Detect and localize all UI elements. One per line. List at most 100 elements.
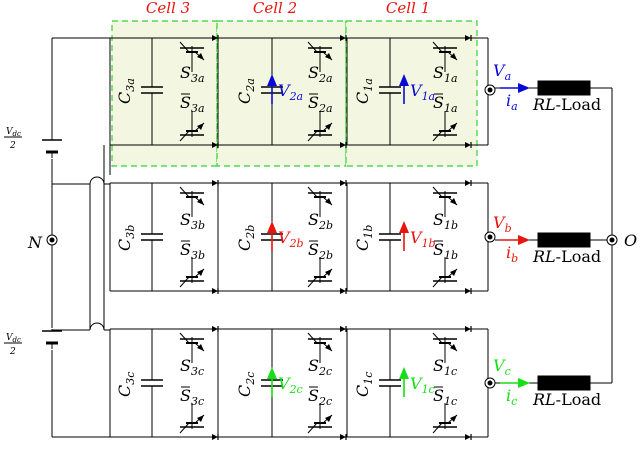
vdc-denominator: 2: [9, 347, 16, 357]
igbt-collector: [432, 130, 443, 142]
switch-label: S1a: [433, 63, 458, 85]
switch-label-sub: 1a: [444, 72, 458, 85]
vdc-denominator: 2: [9, 141, 16, 151]
switch-label-main: S: [433, 356, 444, 375]
phase-current-label: ib: [506, 243, 518, 265]
igbt-collector: [307, 276, 318, 288]
diode-triangle: [212, 180, 218, 186]
switch-label-main: S: [180, 356, 191, 375]
voltage-label: V1a: [410, 81, 435, 103]
igbt-arrow: [197, 415, 204, 422]
switch-bar-label-sub: 3b: [191, 249, 205, 262]
capacitor-label-sub: 2b: [244, 225, 257, 240]
phase-voltage-label-sub: a: [505, 70, 512, 83]
diode-triangle: [465, 142, 471, 148]
load-label: RL-Load: [532, 95, 601, 114]
voltage-label: V2b: [278, 228, 304, 250]
current-arrow-head: [518, 378, 530, 388]
igbt-switch: [432, 35, 472, 72]
neutral-node-dot: [49, 237, 55, 243]
switch-label-main: S: [180, 210, 191, 229]
load-label-suffix: -Load: [556, 95, 601, 114]
igbt-switch: [179, 111, 219, 148]
igbt-collector: [307, 422, 318, 434]
switch-bar-label-main: S: [433, 93, 444, 112]
switch-bar-label-main: S: [308, 93, 319, 112]
phase-voltage-label-main: V: [493, 61, 506, 80]
capacitor-label-sub: 3c: [124, 372, 137, 385]
diode-triangle: [340, 180, 346, 186]
voltage-label-main: V: [410, 228, 423, 247]
switch-bar-label-main: S: [180, 93, 191, 112]
phase-current-label-main: i: [506, 243, 511, 262]
igbt-switch: [307, 111, 347, 148]
switch-bar-label: S3b: [180, 240, 205, 262]
capacitor-label-main: C: [115, 385, 134, 397]
phase-voltage-label-main: V: [493, 356, 506, 375]
neutral-label: N: [27, 233, 43, 252]
switch-bar-label: S1a: [433, 93, 458, 115]
igbt-arrow: [197, 123, 204, 130]
igbt-switch: [432, 403, 472, 440]
vdc-v: V: [6, 333, 14, 343]
igbt-collector: [307, 41, 318, 53]
capacitor-label: C1b: [353, 225, 375, 251]
capacitor-label-main: C: [115, 239, 134, 251]
components: [42, 35, 618, 440]
capacitor-label: C3a: [115, 78, 137, 104]
output-node-dot: [487, 87, 493, 93]
capacitor-label: C3c: [115, 372, 137, 397]
capacitor-label: C1a: [353, 78, 375, 104]
rl-load: [537, 232, 591, 248]
voltage-label: V1b: [410, 228, 436, 250]
phase-voltage-label: Va: [493, 61, 511, 83]
capacitor-label-sub: 2a: [244, 78, 257, 93]
voltage-label-main: V: [410, 374, 423, 393]
phase-voltage-label: Vb: [493, 213, 512, 235]
diode-triangle: [465, 288, 471, 294]
voltage-arrow-head: [399, 74, 409, 86]
igbt-switch: [307, 257, 347, 294]
load-label-rl: RL: [532, 95, 556, 114]
diode-triangle: [340, 326, 346, 332]
capacitor-label-main: C: [353, 92, 372, 104]
capacitor-label-main: C: [353, 385, 372, 397]
igbt-switch: [307, 403, 347, 440]
capacitor-label: C3b: [115, 225, 137, 251]
voltage-label-sub: 1a: [422, 90, 436, 103]
diode-triangle: [212, 326, 218, 332]
star-node-dot: [609, 237, 615, 243]
capacitor-label: C1c: [353, 372, 375, 397]
diode-triangle: [212, 35, 218, 41]
igbt-switch: [307, 180, 347, 217]
phase-current-label: ic: [506, 386, 517, 408]
igbt-switch: [307, 326, 347, 363]
switch-bar-label-sub: 2c: [318, 395, 332, 408]
igbt-switch: [432, 326, 472, 363]
diode-triangle: [212, 434, 218, 440]
rl-load: [537, 375, 591, 391]
igbt-collector: [432, 276, 443, 288]
cell-box-1: [345, 20, 478, 167]
diode-triangle: [465, 180, 471, 186]
phase-voltage-label-main: V: [493, 213, 506, 232]
voltage-arrow-head: [267, 74, 277, 86]
diode-triangle: [212, 142, 218, 148]
capacitor-label-sub: 3a: [124, 78, 137, 92]
switch-bar-label: S2b: [308, 240, 333, 262]
switch-bar-label-sub: 3c: [191, 395, 204, 408]
voltage-label-main: V: [410, 81, 423, 100]
switch-label-sub: 3c: [191, 365, 204, 378]
capacitor-label-main: C: [235, 385, 254, 397]
rl-load: [537, 80, 591, 96]
wire-hop: [89, 322, 105, 331]
load-label: RL-Load: [532, 247, 601, 266]
switch-label: S2b: [308, 210, 333, 232]
diode-triangle: [340, 142, 346, 148]
igbt-arrow: [325, 344, 332, 351]
igbt-collector: [179, 422, 190, 434]
cell-title: Cell 2: [253, 0, 297, 17]
igbt-collector: [179, 41, 190, 53]
phase-current-label: ia: [506, 91, 518, 113]
voltage-label: V2c: [278, 374, 303, 396]
